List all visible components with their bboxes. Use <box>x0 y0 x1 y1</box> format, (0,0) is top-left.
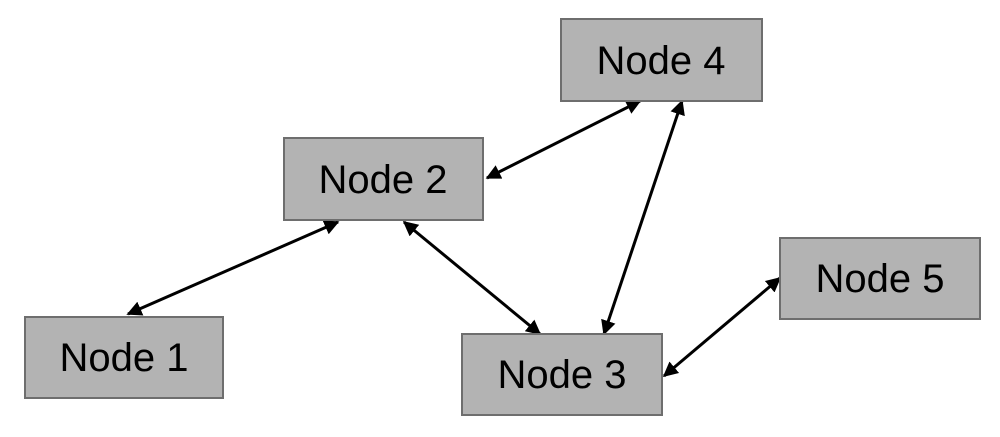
edges <box>126 99 782 378</box>
node-2[interactable]: Node 2 <box>283 137 484 221</box>
edge-node3-node5 <box>662 276 782 378</box>
node-5[interactable]: Node 5 <box>779 237 981 320</box>
node-4[interactable]: Node 4 <box>560 18 763 102</box>
edge-node2-node3 <box>402 220 542 336</box>
node-5-box <box>779 237 981 320</box>
node-1-label: Node 1 <box>60 336 189 380</box>
node-3[interactable]: Node 3 <box>461 333 663 416</box>
node-1[interactable]: Node 1 <box>24 316 224 399</box>
node-4-label: Node 4 <box>597 39 726 83</box>
node-5-label: Node 5 <box>816 257 945 301</box>
edge-node2-node4 <box>485 99 642 180</box>
edge-node3-node4 <box>601 99 685 336</box>
node-4-box <box>560 18 763 102</box>
node-3-label: Node 3 <box>498 353 627 397</box>
node-1-box <box>24 316 224 399</box>
node-2-label: Node 2 <box>319 158 448 202</box>
node-3-box <box>461 333 663 416</box>
node-2-box <box>283 137 484 221</box>
edge-node1-node2 <box>126 220 340 316</box>
